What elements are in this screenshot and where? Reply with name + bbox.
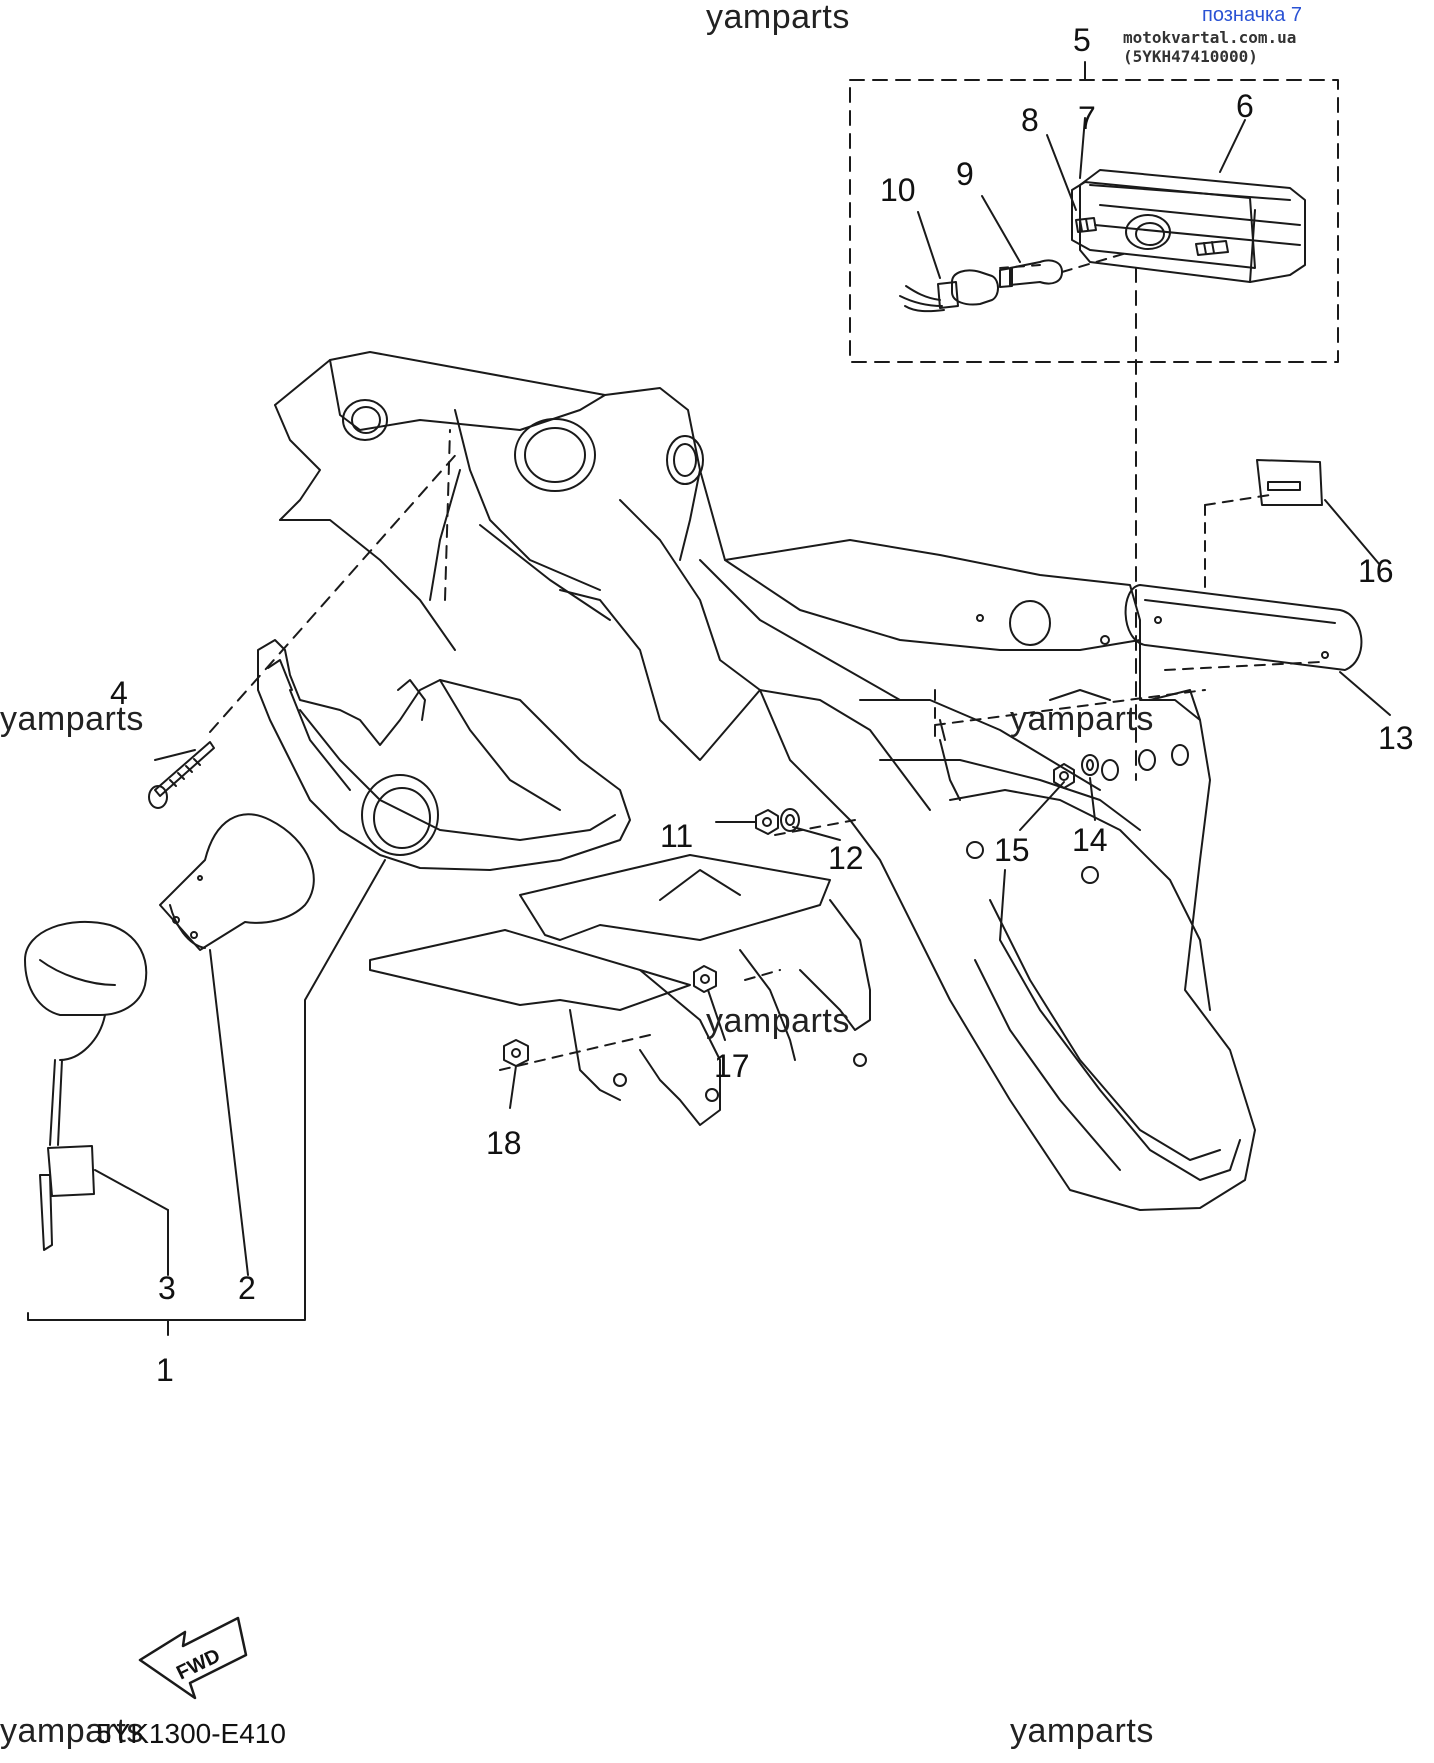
watermark-left: yamparts bbox=[0, 700, 144, 738]
subassembly-5-box bbox=[849, 79, 1339, 363]
callout-10: 10 bbox=[880, 172, 916, 208]
taillight-gasket-7 bbox=[1071, 181, 1256, 269]
watermark-top: yamparts bbox=[706, 0, 850, 36]
taillight-lens-6 bbox=[1079, 169, 1306, 283]
washer-12 bbox=[780, 808, 800, 832]
socket-3 bbox=[24, 920, 148, 1251]
nut-17 bbox=[693, 965, 717, 993]
bulb-9 bbox=[999, 251, 1131, 288]
watermark-mid: yamparts bbox=[706, 1002, 850, 1040]
callout-16: 16 bbox=[1358, 553, 1394, 589]
callout-4: 4 bbox=[110, 675, 128, 711]
license-bracket bbox=[369, 854, 871, 1126]
callout-14: 14 bbox=[1072, 822, 1108, 858]
watermark-bottom-right: yamparts bbox=[1010, 1712, 1154, 1750]
taillight-housing-1 bbox=[257, 639, 631, 871]
bulb-2 bbox=[159, 813, 315, 951]
diagram-code: 5YK1300-E410 bbox=[96, 1718, 286, 1749]
nut-11 bbox=[755, 809, 779, 835]
header-source: motokvartal.com.ua (5YKH47410000) bbox=[1123, 28, 1297, 66]
callout-6: 6 bbox=[1236, 88, 1254, 124]
callout-12: 12 bbox=[828, 840, 864, 876]
callout-1: 1 bbox=[156, 1352, 174, 1388]
rear-frame bbox=[274, 351, 1256, 1211]
lens-13 bbox=[1124, 584, 1363, 671]
watermark-right: yamparts bbox=[1010, 700, 1154, 738]
fwd-arrow-icon bbox=[138, 1616, 248, 1700]
callout-5: 5 bbox=[1073, 22, 1091, 58]
washer-14 bbox=[1081, 754, 1099, 776]
header-link[interactable]: позначка 7 bbox=[1202, 4, 1303, 26]
screw-4 bbox=[148, 741, 215, 809]
nut-15 bbox=[1053, 763, 1075, 789]
callout-2: 2 bbox=[238, 1270, 256, 1306]
callout-8: 8 bbox=[1021, 102, 1039, 138]
screw-small-right bbox=[1195, 240, 1229, 256]
callout-11: 11 bbox=[660, 818, 694, 854]
callout-3: 3 bbox=[158, 1270, 176, 1306]
socket-10 bbox=[899, 269, 999, 313]
callout-15: 15 bbox=[994, 832, 1030, 868]
watermark-bottom-left: yamparts bbox=[0, 1712, 144, 1750]
nut-18 bbox=[503, 1039, 529, 1067]
callout-17: 17 bbox=[714, 1048, 750, 1084]
callout-18: 18 bbox=[486, 1125, 522, 1161]
callout-7: 7 bbox=[1078, 100, 1096, 136]
grommet-16 bbox=[1256, 459, 1323, 506]
callout-9: 9 bbox=[956, 156, 974, 192]
screw-8 bbox=[1075, 217, 1097, 233]
callout-13: 13 bbox=[1378, 720, 1414, 756]
